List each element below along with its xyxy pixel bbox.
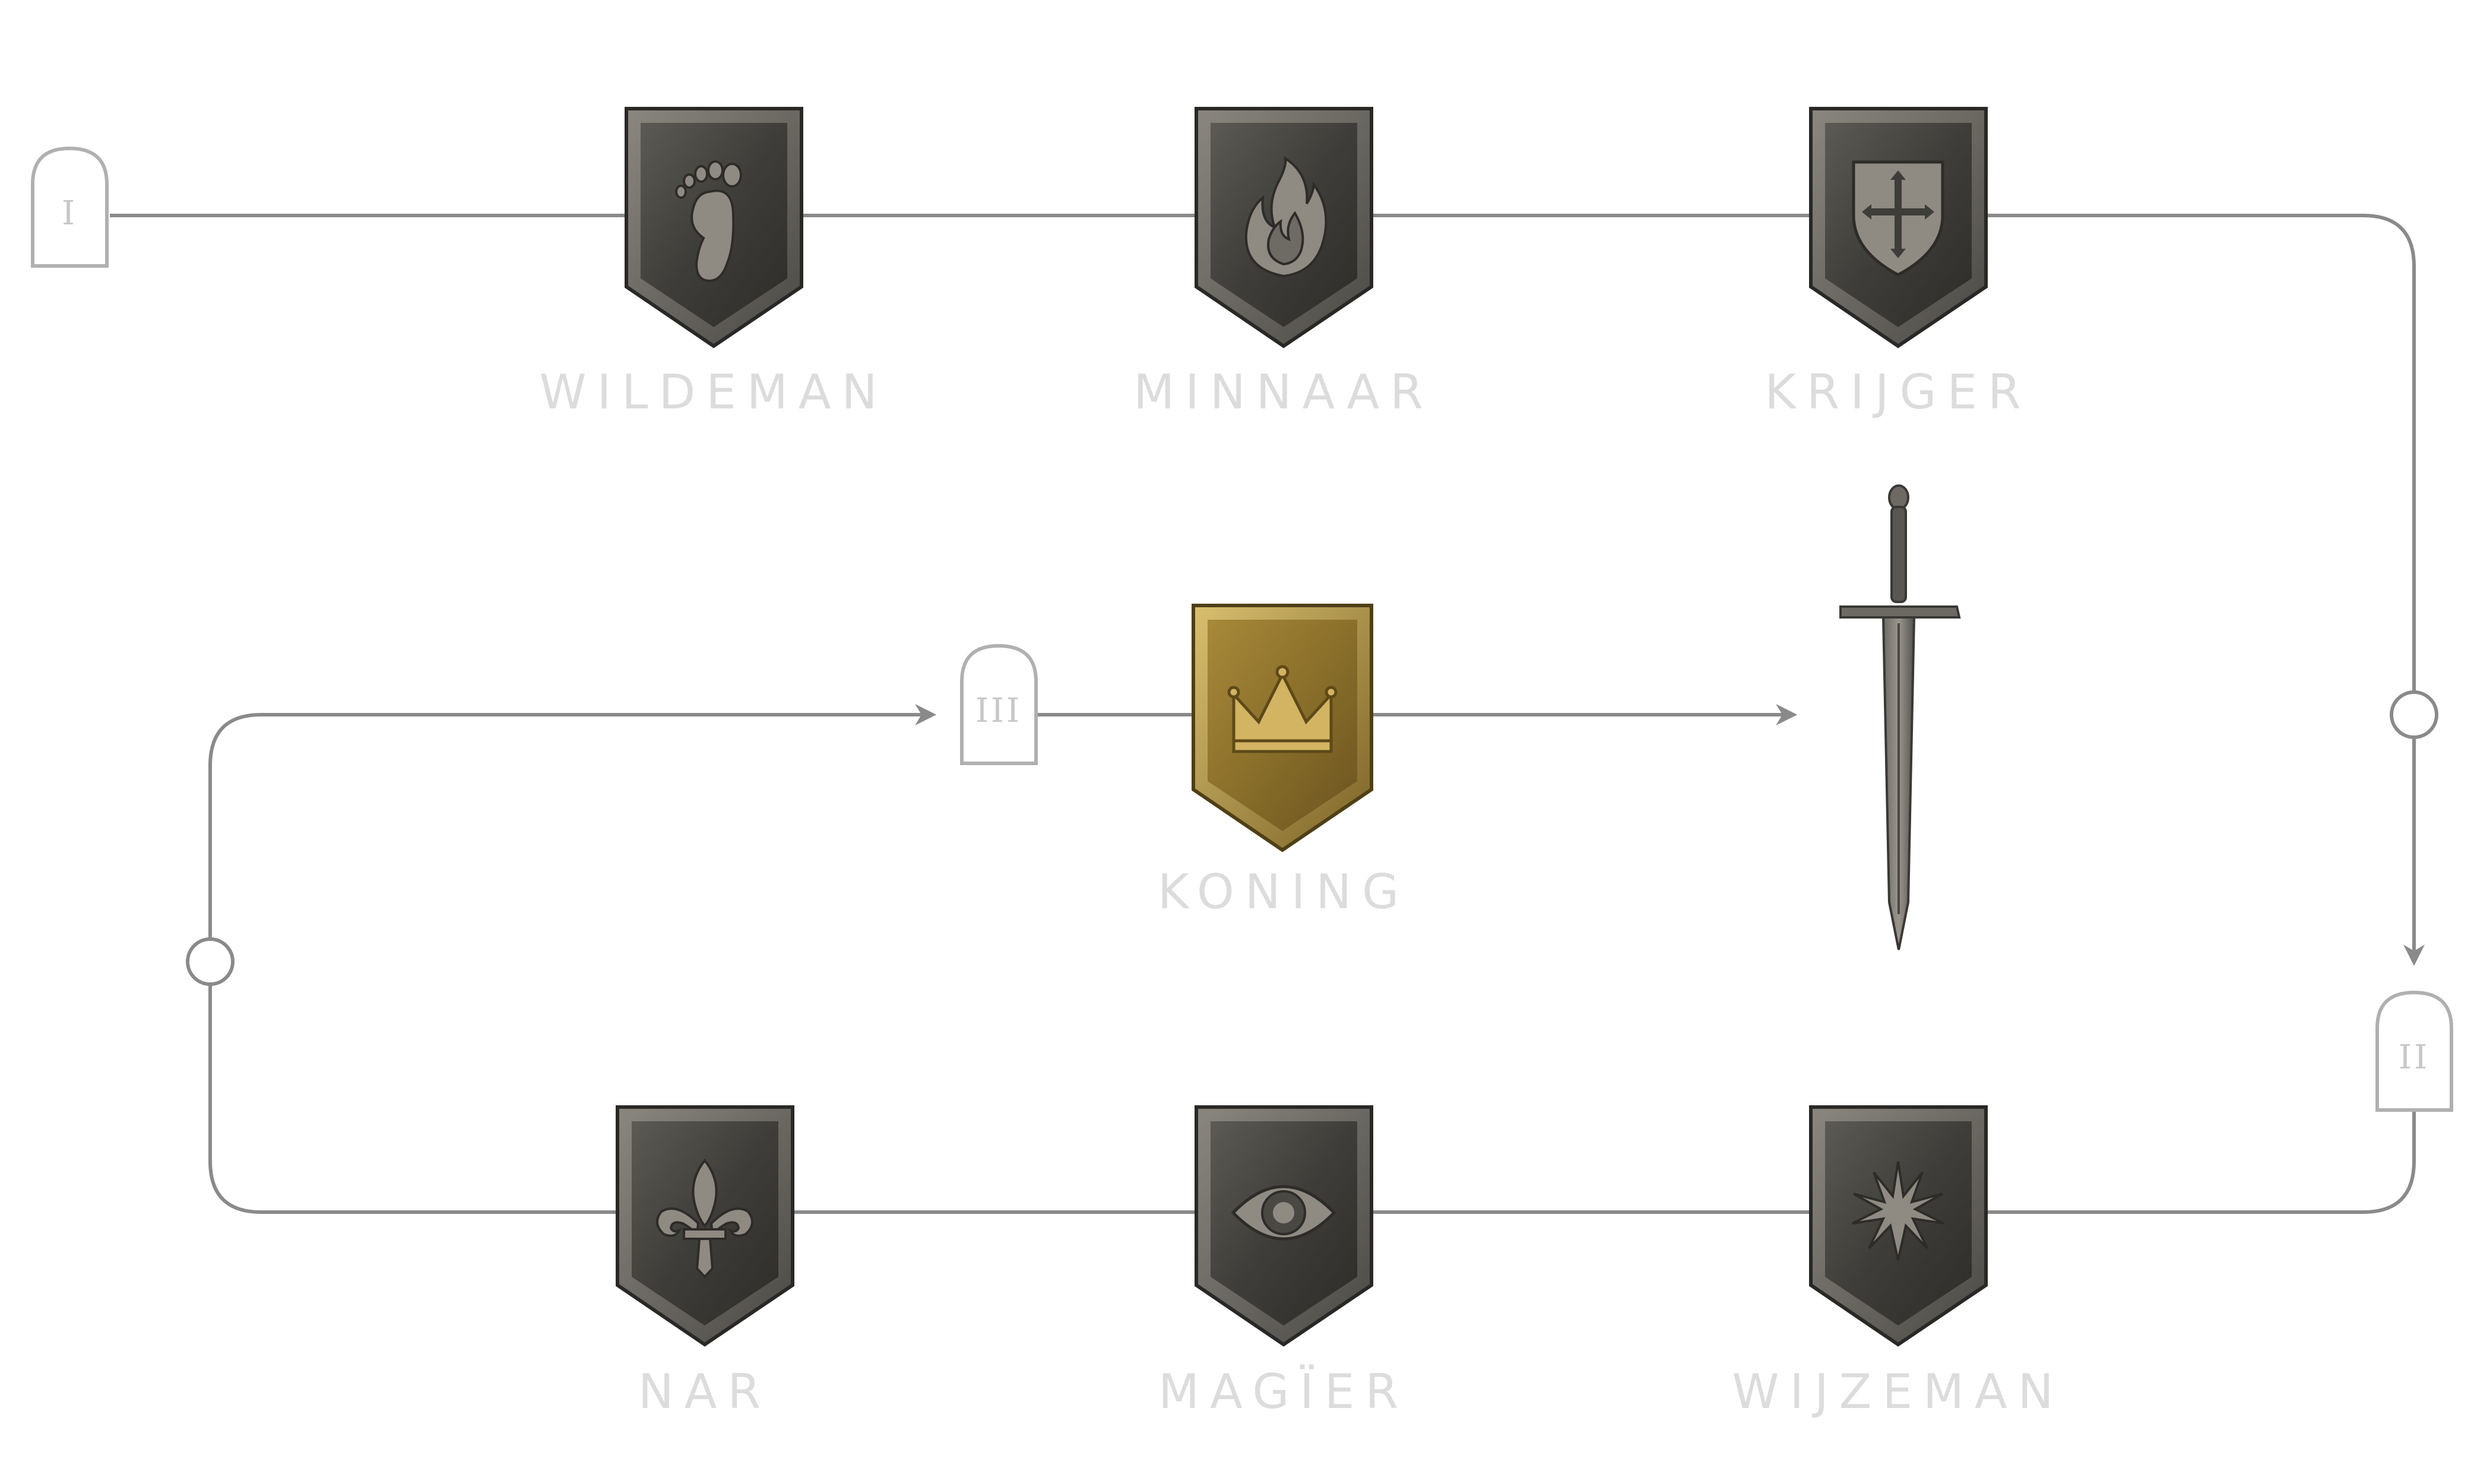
archetype-label-wijzeman: WIJZEMAN: [1732, 1364, 2064, 1419]
archetype-label-minnaar: MINNAAR: [1133, 364, 1434, 420]
shield-koning: [1193, 605, 1371, 850]
stage-marker-label: I: [62, 194, 77, 233]
archetype-label-wildeman: WILDEMAN: [539, 364, 888, 420]
shield-nar: [617, 1107, 793, 1345]
shield-wildeman: [626, 109, 802, 346]
archetype-label-nar: NAR: [638, 1364, 771, 1419]
stage-marker-1: I: [33, 148, 107, 266]
shield-magier: [1196, 1107, 1371, 1345]
archetype-label-koning: KONING: [1158, 864, 1409, 919]
sword-icon: [1841, 486, 1959, 950]
junction-circle-right: [2391, 692, 2437, 737]
stage-marker-3: III: [962, 646, 1036, 763]
shield-minnaar: [1196, 109, 1371, 346]
shield-wijzeman: [1811, 1107, 1986, 1345]
stage-marker-label: III: [975, 692, 1022, 730]
stage-marker-2: II: [2377, 992, 2451, 1110]
archetype-label-krijger: KRIJGER: [1765, 364, 2031, 420]
archetype-label-magier: MAGÏER: [1158, 1364, 1409, 1419]
shield-krijger: [1811, 109, 1986, 346]
stage-marker-label: II: [2399, 1038, 2429, 1077]
junction-circle-left: [188, 939, 233, 984]
